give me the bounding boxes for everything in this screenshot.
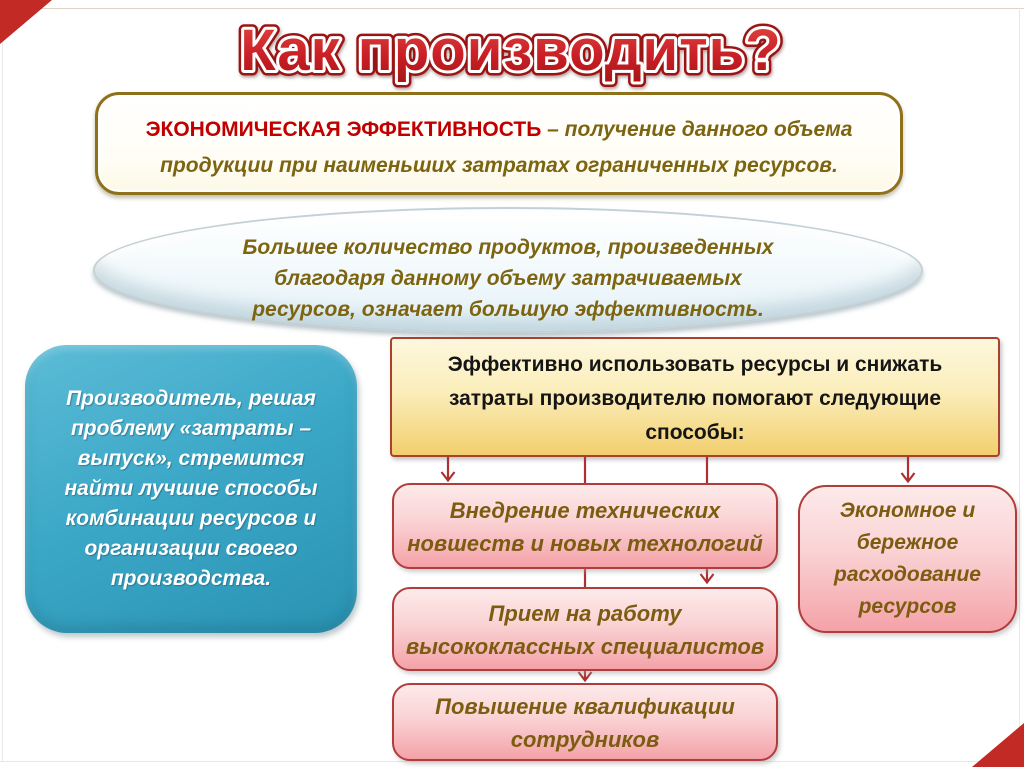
slide-frame-top-line [0, 8, 1024, 9]
title-outline-dark: Как производить? [240, 18, 781, 83]
method-line: бережное [856, 531, 959, 554]
producer-box: Производитель, решая проблему «затраты –… [25, 345, 357, 633]
method-line: новшеств и новых технологий [407, 531, 763, 556]
corner-accent-bottom-right [972, 723, 1024, 767]
slide-frame-bottom-line [0, 761, 1024, 762]
definition-line-1: ЭКОНОМИЧЕСКАЯ ЭФФЕКТИВНОСТЬ – получение … [98, 112, 900, 148]
method-line: Прием на работу [488, 601, 682, 626]
producer-line: выпуск», стремится [77, 447, 305, 470]
ellipse-line: Большее количество продуктов, произведен… [242, 236, 774, 259]
title-outline-white: Как производить? [240, 18, 781, 83]
definition-box: ЭКОНОМИЧЕСКАЯ ЭФФЕКТИВНОСТЬ – получение … [95, 92, 903, 195]
method-line: Экономное и [839, 499, 976, 522]
method-line: Внедрение технических [449, 498, 721, 523]
method-line: сотрудников [510, 727, 660, 752]
producer-line: организации своего [84, 537, 298, 560]
ellipse-note: Большее количество продуктов, произведен… [93, 207, 923, 333]
method-line: ресурсов [858, 595, 957, 618]
producer-line: найти лучшие способы [64, 477, 318, 500]
methods-header-line: затраты производителю помогают следующие [448, 387, 942, 410]
methods-header-line: Эффективно использовать ресурсы и снижат… [447, 353, 943, 376]
definition-term: ЭКОНОМИЧЕСКАЯ ЭФФЕКТИВНОСТЬ [145, 118, 542, 141]
producer-line: Производитель, решая [66, 387, 316, 410]
slide-frame-left-line [2, 8, 3, 762]
method-box-saving: Экономное и бережное расходование ресурс… [798, 485, 1017, 633]
method-line: Повышение квалификации [435, 694, 735, 719]
producer-line: проблему «затраты – [70, 417, 312, 440]
ellipse-line: благодаря данному объему затрачиваемых [274, 267, 742, 290]
page-title: Как производить? Как производить? Как пр… [235, 13, 786, 89]
methods-header-box: Эффективно использовать ресурсы и снижат… [390, 337, 1000, 457]
corner-accent-top-left [0, 0, 52, 44]
producer-line: производства. [110, 567, 272, 590]
methods-header-line: способы: [645, 421, 745, 444]
method-box-training: Повышение квалификации сотрудников [392, 683, 778, 761]
ellipse-line: ресурсов, означает большую эффективность… [252, 298, 764, 321]
producer-line: комбинации ресурсов и [65, 507, 317, 530]
method-line: высококлассных специалистов [405, 634, 765, 659]
definition-rest: – получение данного объема [541, 118, 853, 141]
definition-line-2: продукции при наименьших затратах ограни… [160, 154, 838, 177]
method-box-hiring: Прием на работу высококлассных специалис… [392, 587, 778, 671]
slide-frame-right-line [1019, 8, 1020, 762]
title-text: Как производить? [240, 18, 781, 83]
method-line: расходование [834, 563, 981, 586]
method-box-tech: Внедрение технических новшеств и новых т… [392, 483, 778, 569]
